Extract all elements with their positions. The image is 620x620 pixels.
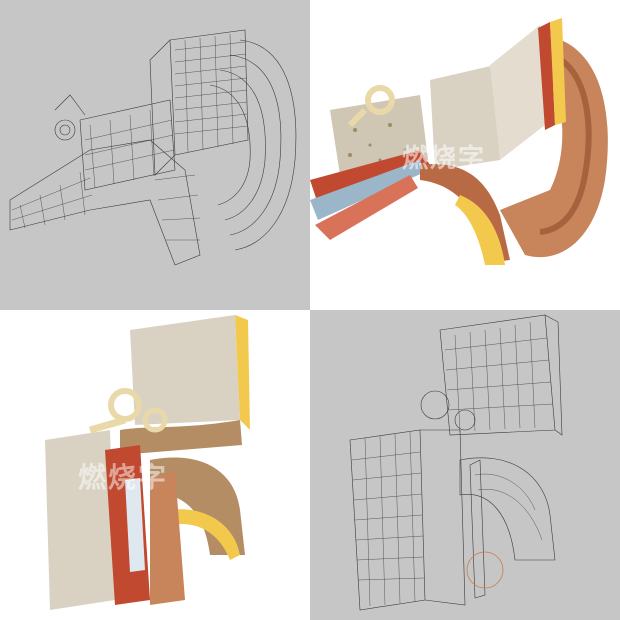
rendered-front-illustration <box>45 315 250 610</box>
panel-wireframe-side <box>0 0 310 310</box>
panel-rendered-front: 燃烧字 <box>0 310 310 620</box>
watermark: 燃烧字 <box>402 144 487 174</box>
panel-rendered-side: 燃烧字 <box>310 0 620 310</box>
panel-wireframe-front <box>310 310 620 620</box>
rendered-side-illustration <box>310 18 608 265</box>
wireframe-side-illustration <box>9 29 297 266</box>
watermark-front: 燃烧字 <box>78 461 169 494</box>
wireframe-front-illustration <box>349 314 563 611</box>
